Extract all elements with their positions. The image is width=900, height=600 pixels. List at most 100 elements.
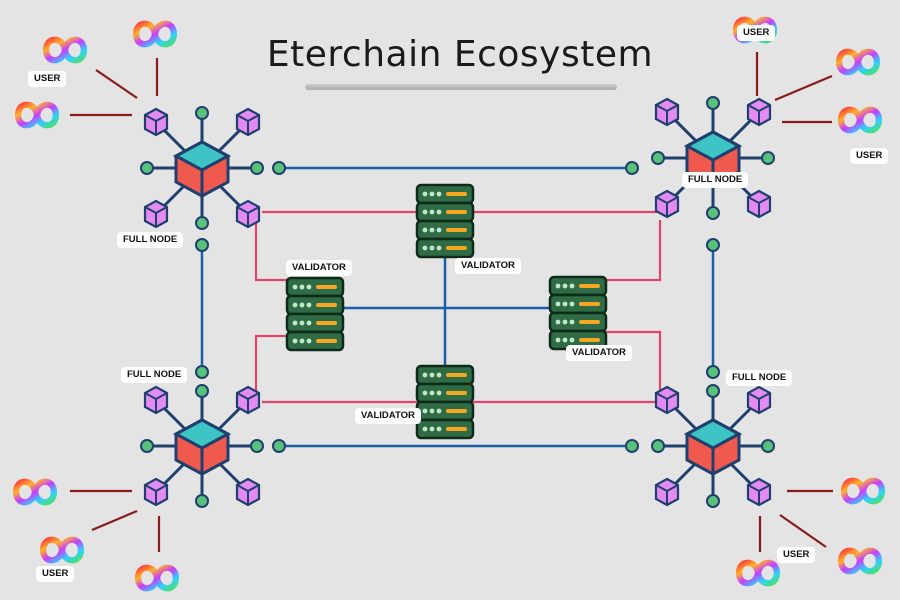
full-node-label-top-right: FULL NODE	[682, 172, 749, 188]
port-dot-icon	[706, 96, 720, 110]
port-dot-icon	[195, 365, 209, 379]
cube-icon	[654, 385, 680, 415]
port-dot-icon	[625, 439, 639, 453]
user-label-bottom-left: USER	[36, 566, 75, 582]
infinity-logo-icon	[840, 477, 886, 505]
port-dot-icon	[195, 384, 209, 398]
port-dot-icon	[706, 206, 720, 220]
cube-icon	[235, 107, 261, 137]
cube-icon	[746, 189, 772, 219]
connection-lines	[70, 52, 833, 552]
server-stack-icon	[415, 201, 475, 223]
server-stack-icon	[415, 364, 475, 386]
user-link	[779, 514, 827, 548]
infinity-logo-icon	[134, 564, 180, 592]
server-stack-icon	[548, 275, 608, 297]
port-dot-icon	[195, 106, 209, 120]
node-icons	[12, 16, 886, 592]
infinity-logo-icon	[835, 48, 881, 76]
network-hub-icon	[685, 418, 741, 476]
server-stack-icon	[415, 400, 475, 422]
full-node-label-top-left: FULL NODE	[117, 232, 184, 248]
port-dot-icon	[140, 161, 154, 175]
port-dot-icon	[272, 439, 286, 453]
port-dot-icon	[761, 151, 775, 165]
validator-label-bottom: VALIDATOR	[355, 408, 421, 424]
server-stack-icon	[285, 330, 345, 352]
infinity-logo-icon	[837, 547, 883, 575]
port-dot-icon	[250, 161, 264, 175]
cube-icon	[143, 385, 169, 415]
port-dot-icon	[250, 439, 264, 453]
infinity-logo-icon	[735, 559, 781, 587]
validator-left	[285, 276, 345, 352]
port-dot-icon	[625, 161, 639, 175]
cube-icon	[654, 477, 680, 507]
cube-icon	[654, 189, 680, 219]
cube-icon	[746, 385, 772, 415]
cube-icon	[235, 199, 261, 229]
port-dot-icon	[706, 494, 720, 508]
cube-icon	[235, 385, 261, 415]
port-dot-icon	[706, 365, 720, 379]
port-dot-icon	[651, 151, 665, 165]
full-node-top-right	[651, 96, 775, 220]
full-node-label-bottom-right: FULL NODE	[726, 370, 793, 386]
server-stack-icon	[548, 293, 608, 315]
infinity-logo-icon	[14, 101, 60, 129]
infinity-logo-icon	[837, 106, 883, 134]
full-node-bottom-right	[651, 384, 775, 508]
server-stack-icon	[415, 418, 475, 440]
user-label-right-upper: USER	[850, 148, 889, 164]
port-dot-icon	[706, 238, 720, 252]
title-underline	[305, 84, 617, 90]
cube-icon	[235, 477, 261, 507]
user-link	[774, 74, 833, 102]
network-hub-icon	[174, 418, 230, 476]
user-link	[91, 509, 138, 532]
cube-icon	[654, 97, 680, 127]
infinity-logo-icon	[12, 478, 58, 506]
server-stack-icon	[285, 276, 345, 298]
validator-label-left: VALIDATOR	[286, 260, 352, 276]
cube-icon	[143, 477, 169, 507]
validator-right	[548, 275, 608, 351]
validator-top	[415, 183, 475, 259]
port-dot-icon	[272, 161, 286, 175]
link-validator-right-up	[605, 220, 662, 282]
server-stack-icon	[415, 219, 475, 241]
validator-bottom	[415, 364, 475, 440]
cube-icon	[143, 107, 169, 137]
page-title: Eterchain Ecosystem	[266, 34, 654, 75]
user-label-top-left: USER	[28, 71, 67, 87]
port-dot-icon	[140, 439, 154, 453]
server-stack-icon	[285, 312, 345, 334]
infinity-logo-icon	[132, 20, 178, 48]
port-dot-icon	[761, 439, 775, 453]
validator-label-top: VALIDATOR	[455, 258, 521, 274]
server-stack-icon	[285, 294, 345, 316]
user-label-bottom-right: USER	[777, 547, 816, 563]
cube-icon	[746, 97, 772, 127]
infinity-logo-icon	[39, 536, 85, 564]
validator-label-right: VALIDATOR	[566, 345, 632, 361]
full-node-label-bottom-left: FULL NODE	[121, 367, 188, 383]
port-dot-icon	[651, 439, 665, 453]
cube-icon	[143, 199, 169, 229]
server-stack-icon	[415, 183, 475, 205]
link-validator-right-down	[605, 330, 662, 395]
port-dot-icon	[195, 216, 209, 230]
server-stack-icon	[415, 382, 475, 404]
full-node-bottom-left	[140, 384, 264, 508]
infinity-logo-icon	[42, 36, 88, 64]
user-link	[95, 69, 138, 99]
server-stack-icon	[415, 237, 475, 259]
port-dot-icon	[195, 238, 209, 252]
network-hub-icon	[174, 140, 230, 198]
port-dot-icon	[195, 494, 209, 508]
port-dot-icon	[706, 384, 720, 398]
cube-icon	[746, 477, 772, 507]
server-stack-icon	[548, 311, 608, 333]
